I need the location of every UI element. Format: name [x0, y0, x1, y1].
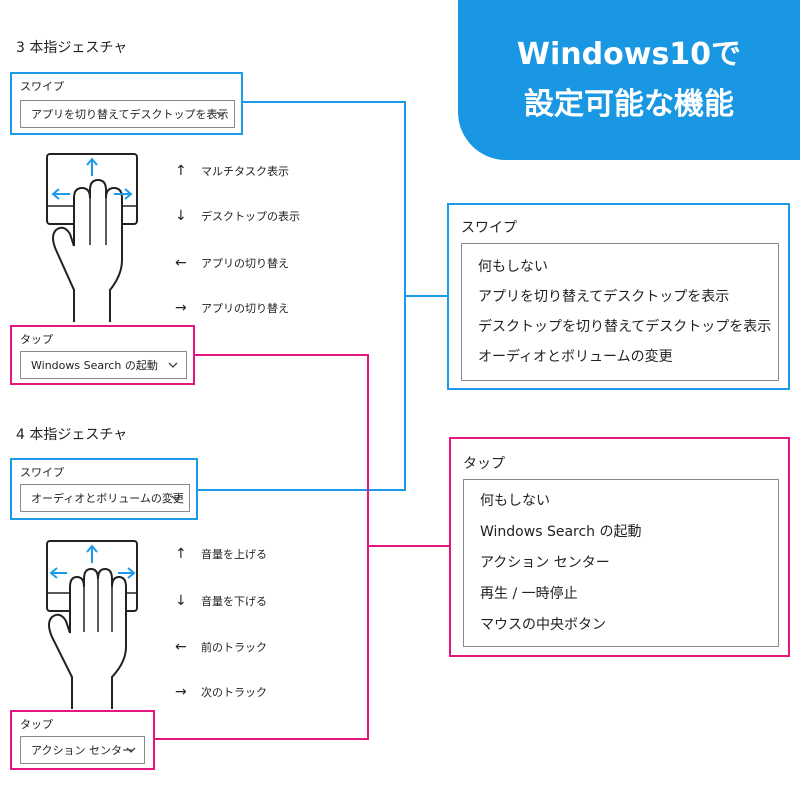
three-finger-gesture-down: ↓ デスクトップの表示 — [175, 208, 300, 224]
four-finger-tap-label: タップ — [20, 718, 53, 731]
four-finger-heading: 4 本指ジェスチャ — [16, 427, 128, 443]
swipe-option-item[interactable]: アプリを切り替えてデスクトップを表示 — [478, 289, 730, 305]
tap-option-item[interactable]: アクション センター — [480, 555, 610, 571]
four-finger-tap-dropdown[interactable]: アクション センター — [20, 736, 145, 764]
three-finger-swipe-label: スワイプ — [20, 80, 64, 93]
gesture-text: アプリの切り替え — [201, 302, 289, 315]
four-finger-tap-value: アクション センター — [31, 744, 133, 757]
three-finger-tap-dropdown[interactable]: Windows Search の起動 — [20, 351, 187, 379]
arrow-down-icon: ↓ — [175, 593, 187, 609]
tap-option-item[interactable]: マウスの中央ボタン — [480, 617, 606, 633]
four-finger-swipe-frame: スワイプ オーディオとボリュームの変更 — [10, 458, 198, 520]
swipe-options-title: スワイプ — [461, 220, 517, 236]
three-finger-gesture-up: ↑ マルチタスク表示 — [175, 163, 289, 179]
four-finger-gesture-left: ← 前のトラック — [175, 639, 267, 655]
gesture-text: 音量を下げる — [201, 595, 267, 608]
swipe-option-item[interactable]: デスクトップを切り替えてデスクトップを表示 — [478, 319, 772, 335]
tap-option-item[interactable]: 何もしない — [480, 493, 550, 509]
three-finger-tap-frame: タップ Windows Search の起動 — [10, 325, 195, 385]
chevron-down-icon — [126, 747, 136, 753]
arrow-right-icon: → — [175, 300, 187, 316]
gesture-text: 次のトラック — [201, 686, 267, 699]
four-finger-tap-frame: タップ アクション センター — [10, 710, 155, 770]
three-finger-swipe-frame: スワイプ アプリを切り替えてデスクトップを表示 — [10, 72, 243, 135]
swipe-option-item[interactable]: 何もしない — [478, 259, 548, 275]
swipe-option-item[interactable]: オーディオとボリュームの変更 — [478, 349, 673, 365]
chevron-down-icon — [216, 111, 226, 117]
arrow-left-icon: ← — [175, 255, 187, 271]
four-finger-swipe-dropdown[interactable]: オーディオとボリュームの変更 — [20, 484, 190, 512]
three-finger-gesture-right: → アプリの切り替え — [175, 300, 289, 316]
swipe-options-panel: スワイプ 何もしない アプリを切り替えてデスクトップを表示 デスクトップを切り替… — [447, 203, 790, 390]
tap-options-title: タップ — [463, 456, 505, 472]
arrow-left-icon: ← — [175, 639, 187, 655]
three-finger-tap-value: Windows Search の起動 — [31, 359, 158, 372]
three-finger-swipe-value: アプリを切り替えてデスクトップを表示 — [31, 108, 229, 121]
gesture-text: デスクトップの表示 — [201, 210, 300, 223]
title-banner: Windows10で 設定可能な機能 — [458, 0, 800, 160]
gesture-text: マルチタスク表示 — [201, 165, 289, 178]
blue-connector-top — [243, 101, 447, 297]
gesture-text: アプリの切り替え — [201, 257, 289, 270]
three-finger-gesture-left: ← アプリの切り替え — [175, 255, 289, 271]
gesture-text: 前のトラック — [201, 641, 267, 654]
arrow-up-icon: ↑ — [175, 546, 187, 562]
four-finger-gesture-down: ↓ 音量を下げる — [175, 593, 267, 609]
arrow-down-icon: ↓ — [175, 208, 187, 224]
four-finger-swipe-value: オーディオとボリュームの変更 — [31, 492, 184, 505]
tap-option-item[interactable]: Windows Search の起動 — [480, 524, 642, 540]
gesture-text: 音量を上げる — [201, 548, 267, 561]
banner-line2: 設定可能な機能 — [524, 87, 734, 122]
three-finger-swipe-dropdown[interactable]: アプリを切り替えてデスクトップを表示 — [20, 100, 235, 128]
chevron-down-icon — [168, 362, 178, 368]
three-finger-touchpad-icon — [46, 153, 138, 322]
tap-option-item[interactable]: 再生 / 一時停止 — [480, 586, 578, 602]
four-finger-touchpad-icon — [46, 540, 138, 709]
chevron-down-icon — [171, 495, 181, 501]
arrow-right-icon: → — [175, 684, 187, 700]
four-finger-swipe-label: スワイプ — [20, 466, 64, 479]
three-finger-tap-label: タップ — [20, 333, 53, 346]
banner-line1: Windows10で — [516, 37, 742, 72]
four-finger-gesture-up: ↑ 音量を上げる — [175, 546, 267, 562]
blue-connector-bottom — [198, 296, 406, 491]
tap-options-list[interactable]: 何もしない Windows Search の起動 アクション センター 再生 /… — [463, 479, 779, 647]
tap-options-panel: タップ 何もしない Windows Search の起動 アクション センター … — [449, 437, 790, 657]
arrow-up-icon: ↑ — [175, 163, 187, 179]
four-finger-gesture-right: → 次のトラック — [175, 684, 267, 700]
three-finger-heading: 3 本指ジェスチャ — [16, 40, 128, 56]
swipe-options-list[interactable]: 何もしない アプリを切り替えてデスクトップを表示 デスクトップを切り替えてデスク… — [461, 243, 779, 381]
